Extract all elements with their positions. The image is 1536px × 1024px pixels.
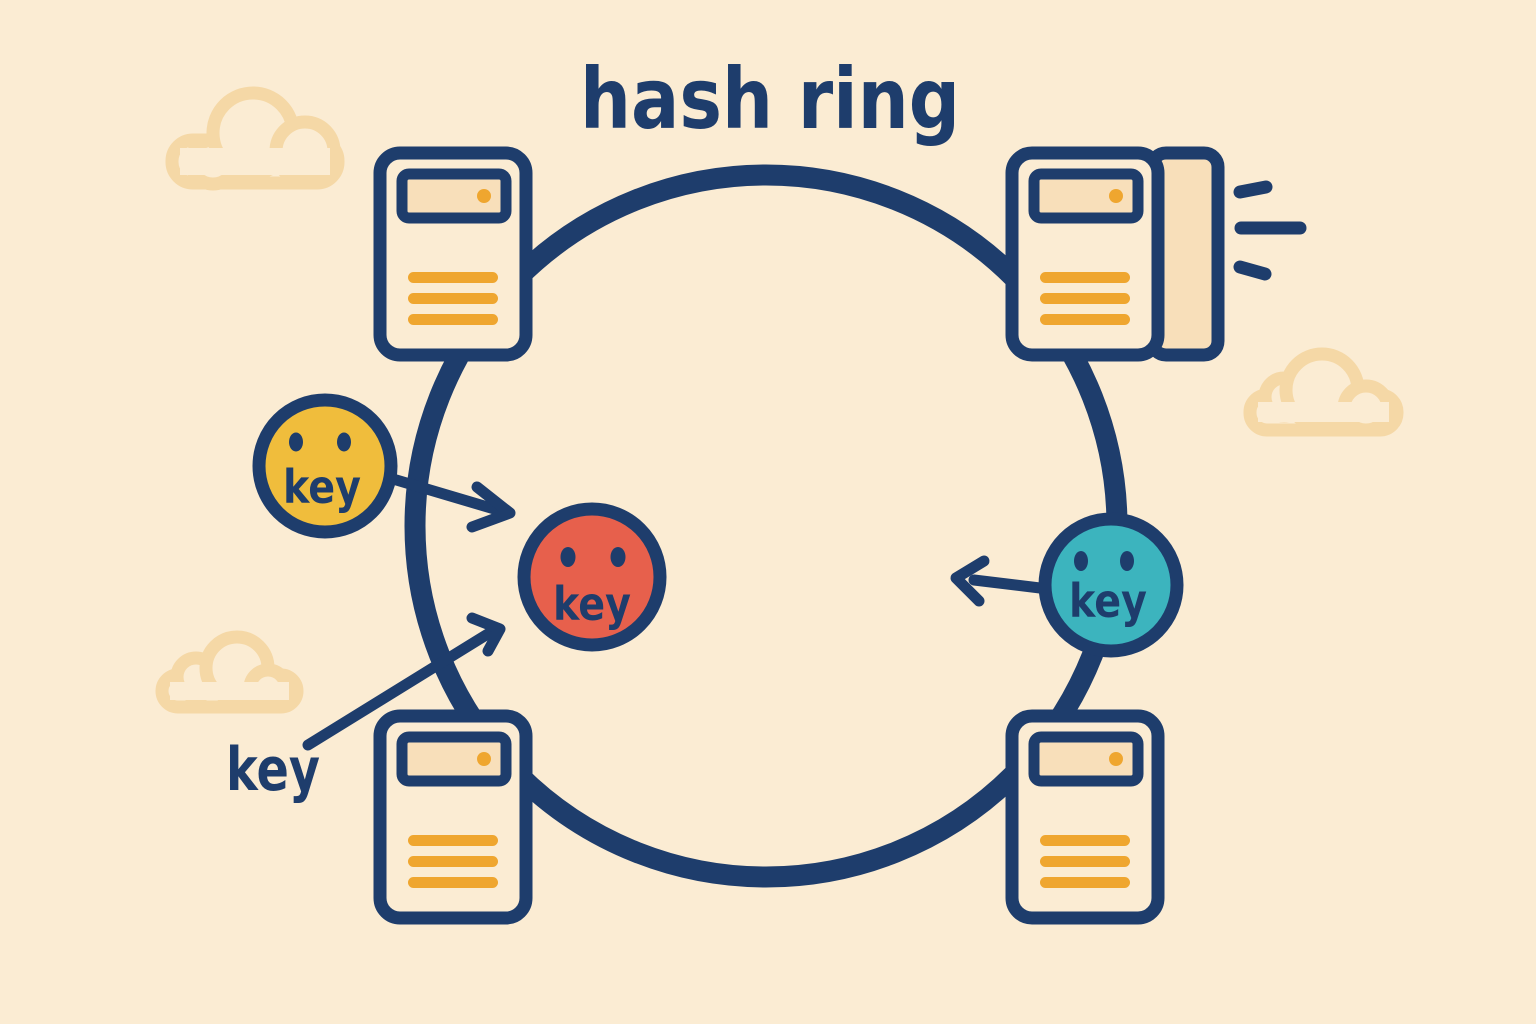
server-node-bottom-right xyxy=(1005,709,1165,925)
arrow-head-icon xyxy=(466,612,506,657)
key-badge-circle xyxy=(517,502,667,652)
arrow-label-key-placement xyxy=(302,612,506,751)
arrow-shaft xyxy=(302,626,497,751)
key-eye-right xyxy=(337,432,351,452)
server-data-bar xyxy=(1040,293,1130,304)
arrow-head-icon xyxy=(466,481,516,533)
server-data-bar xyxy=(408,314,498,325)
key-eye-right xyxy=(610,547,626,567)
diagram-title: hash ring xyxy=(580,50,960,148)
server-data-bar xyxy=(1040,272,1130,283)
arrow-shaft xyxy=(387,473,507,517)
key-badge-teal: key xyxy=(1038,512,1184,658)
key-badge-circle xyxy=(252,393,398,539)
server-indicator-dot xyxy=(477,752,491,766)
server-data-bar xyxy=(408,272,498,283)
key-pointer-label: key xyxy=(226,735,320,805)
arrow-shaft xyxy=(968,574,1046,594)
server-data-bar xyxy=(408,856,498,867)
cloud-icon-right xyxy=(1243,347,1404,437)
key-badge-label: key xyxy=(1069,574,1147,628)
cloud-fill-mask xyxy=(170,682,289,700)
key-badge-yellow: key xyxy=(252,393,398,539)
server-indicator-dot xyxy=(1109,752,1123,766)
server-indicator-dot xyxy=(477,189,491,203)
server-node-top-right xyxy=(1005,146,1225,362)
key-badge-red: key xyxy=(517,502,667,652)
key-eye-left xyxy=(289,432,303,452)
server-data-bar xyxy=(1040,314,1130,325)
server-screen-slot xyxy=(396,731,512,787)
motion-line xyxy=(1233,180,1273,199)
key-badge-label: key xyxy=(283,460,361,514)
arrow-yellow-key-placement xyxy=(387,473,516,533)
server-data-bar xyxy=(1040,856,1130,867)
key-eye-left xyxy=(1074,551,1088,571)
server-screen-slot xyxy=(1028,168,1144,224)
server-screen-slot xyxy=(396,168,512,224)
server-data-bar xyxy=(408,835,498,846)
server-node-top-left xyxy=(373,146,533,362)
motion-lines-icon xyxy=(1233,180,1307,281)
cloud-fill-mask xyxy=(180,148,330,175)
arrow-head-icon xyxy=(950,555,990,607)
arrow-teal-key-placement xyxy=(950,555,1046,607)
motion-line xyxy=(1233,260,1272,281)
cloud-icon-left xyxy=(155,630,304,714)
cloud-fill-mask xyxy=(1258,402,1389,422)
server-screen-slot xyxy=(1028,731,1144,787)
server-data-bar xyxy=(1040,835,1130,846)
key-eye-left xyxy=(560,547,576,567)
key-eye-right xyxy=(1120,551,1134,571)
server-indicator-dot xyxy=(1109,189,1123,203)
server-node-bottom-left xyxy=(373,709,533,925)
cloud-icon-top-left xyxy=(165,86,345,191)
server-data-bar xyxy=(1040,877,1130,888)
server-data-bar xyxy=(408,293,498,304)
server-data-bar xyxy=(408,877,498,888)
key-badge-label: key xyxy=(553,577,631,631)
